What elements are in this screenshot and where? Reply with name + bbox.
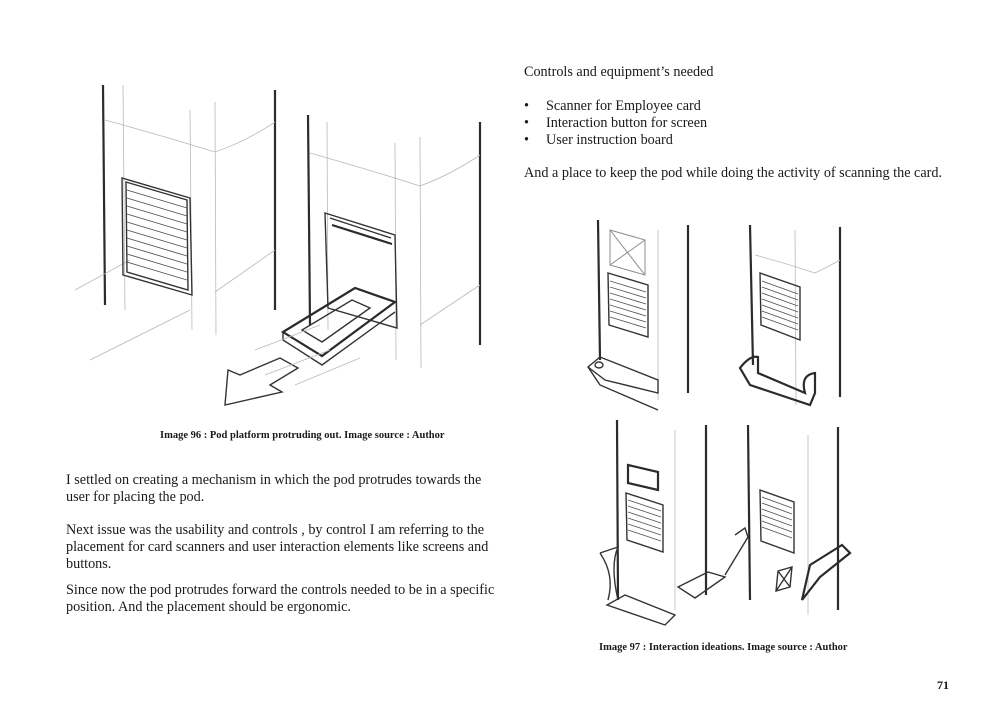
pod-platform [280, 286, 398, 366]
pod-opening [324, 212, 398, 329]
bullet-icon: • [524, 132, 529, 148]
figure-caption-97: Image 97 : Interaction ideations. Image … [599, 642, 848, 653]
paragraph: Next issue was the usability and control… [66, 522, 489, 572]
list-item: •User instruction board [524, 132, 673, 148]
ideation-3 [599, 419, 727, 626]
ideation-4 [724, 424, 852, 615]
arrow-icon [224, 357, 300, 406]
ideation-2 [738, 224, 842, 407]
bullet-icon: • [524, 115, 529, 131]
list-item: •Scanner for Employee card [524, 98, 701, 114]
figure-caption-96: Image 96 : Pod platform protruding out. … [160, 430, 445, 441]
sketch-interaction-ideations [586, 219, 852, 626]
ideation-1 [586, 219, 690, 411]
left-text-column: I settled on creating a mechanism in whi… [66, 472, 506, 616]
grille-vent [121, 177, 193, 296]
paragraph: I settled on creating a mechanism in whi… [66, 472, 482, 505]
page-number: 71 [937, 678, 949, 692]
list-item: •Interaction button for screen [524, 115, 708, 131]
sketch-pod-platform [74, 84, 482, 406]
bullet-icon: • [524, 98, 529, 114]
pillar-edge [101, 84, 107, 306]
equipment-list: •Scanner for Employee card •Interaction … [524, 98, 707, 149]
section-heading: Controls and equipment’s needed [524, 64, 714, 80]
paragraph: Since now the pod protrudes forward the … [66, 582, 495, 615]
closing-text: And a place to keep the pod while doing … [524, 165, 943, 181]
pillar-edge [306, 114, 312, 326]
